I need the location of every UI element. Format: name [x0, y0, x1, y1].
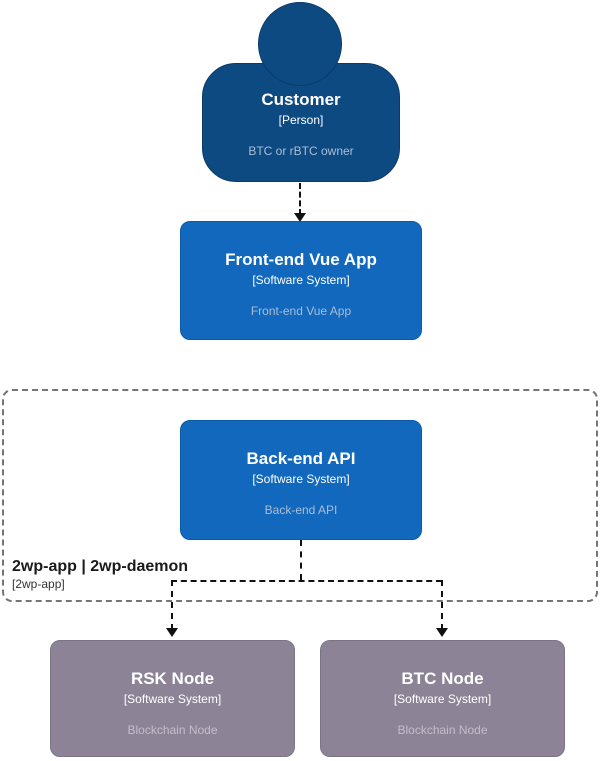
node-title: Customer: [261, 90, 341, 109]
node-type: [Software System]: [252, 472, 350, 486]
node-customer-text: Customer [Person] BTC or rBTC owner: [202, 63, 400, 182]
node-btc: BTC Node [Software System] Blockchain No…: [320, 640, 565, 757]
node-description: BTC or rBTC owner: [248, 144, 354, 158]
node-type: [Software System]: [123, 692, 222, 706]
node-title: BTC Node: [401, 669, 484, 688]
node-type: [Software System]: [252, 273, 350, 287]
node-type: [Software System]: [393, 692, 492, 706]
boundary-title: 2wp-app | 2wp-daemon: [12, 558, 189, 575]
node-title: Front-end Vue App: [225, 250, 377, 269]
edge-backend-rsk: [171, 580, 173, 630]
node-description: Blockchain Node: [127, 723, 218, 737]
node-frontend: Front-end Vue App [Software System] Fron…: [180, 221, 422, 340]
node-title: Back-end API: [246, 449, 356, 468]
edge-backend-branch: [171, 580, 442, 582]
edge-customer-frontend: [299, 183, 301, 215]
edge-backend-btc: [441, 580, 443, 630]
node-description: Front-end Vue App: [250, 304, 352, 318]
arrowhead-icon: [294, 213, 306, 222]
boundary-label: 2wp-app | 2wp-daemon [2wp-app]: [12, 557, 188, 592]
boundary-2wp-app: 2wp-app | 2wp-daemon [2wp-app]: [2, 389, 598, 602]
node-title: RSK Node: [130, 669, 215, 688]
node-backend: Back-end API [Software System] Back-end …: [180, 420, 422, 540]
arrowhead-icon: [436, 628, 448, 637]
arrowhead-icon: [166, 628, 178, 637]
node-description: Back-end API: [264, 503, 338, 517]
boundary-subtitle: [2wp-app]: [12, 577, 65, 591]
node-type: [Person]: [278, 113, 324, 127]
node-description: Blockchain Node: [397, 723, 488, 737]
node-rsk: RSK Node [Software System] Blockchain No…: [50, 640, 295, 757]
person-head-icon: [258, 2, 342, 86]
edge-backend-stem: [300, 540, 302, 580]
